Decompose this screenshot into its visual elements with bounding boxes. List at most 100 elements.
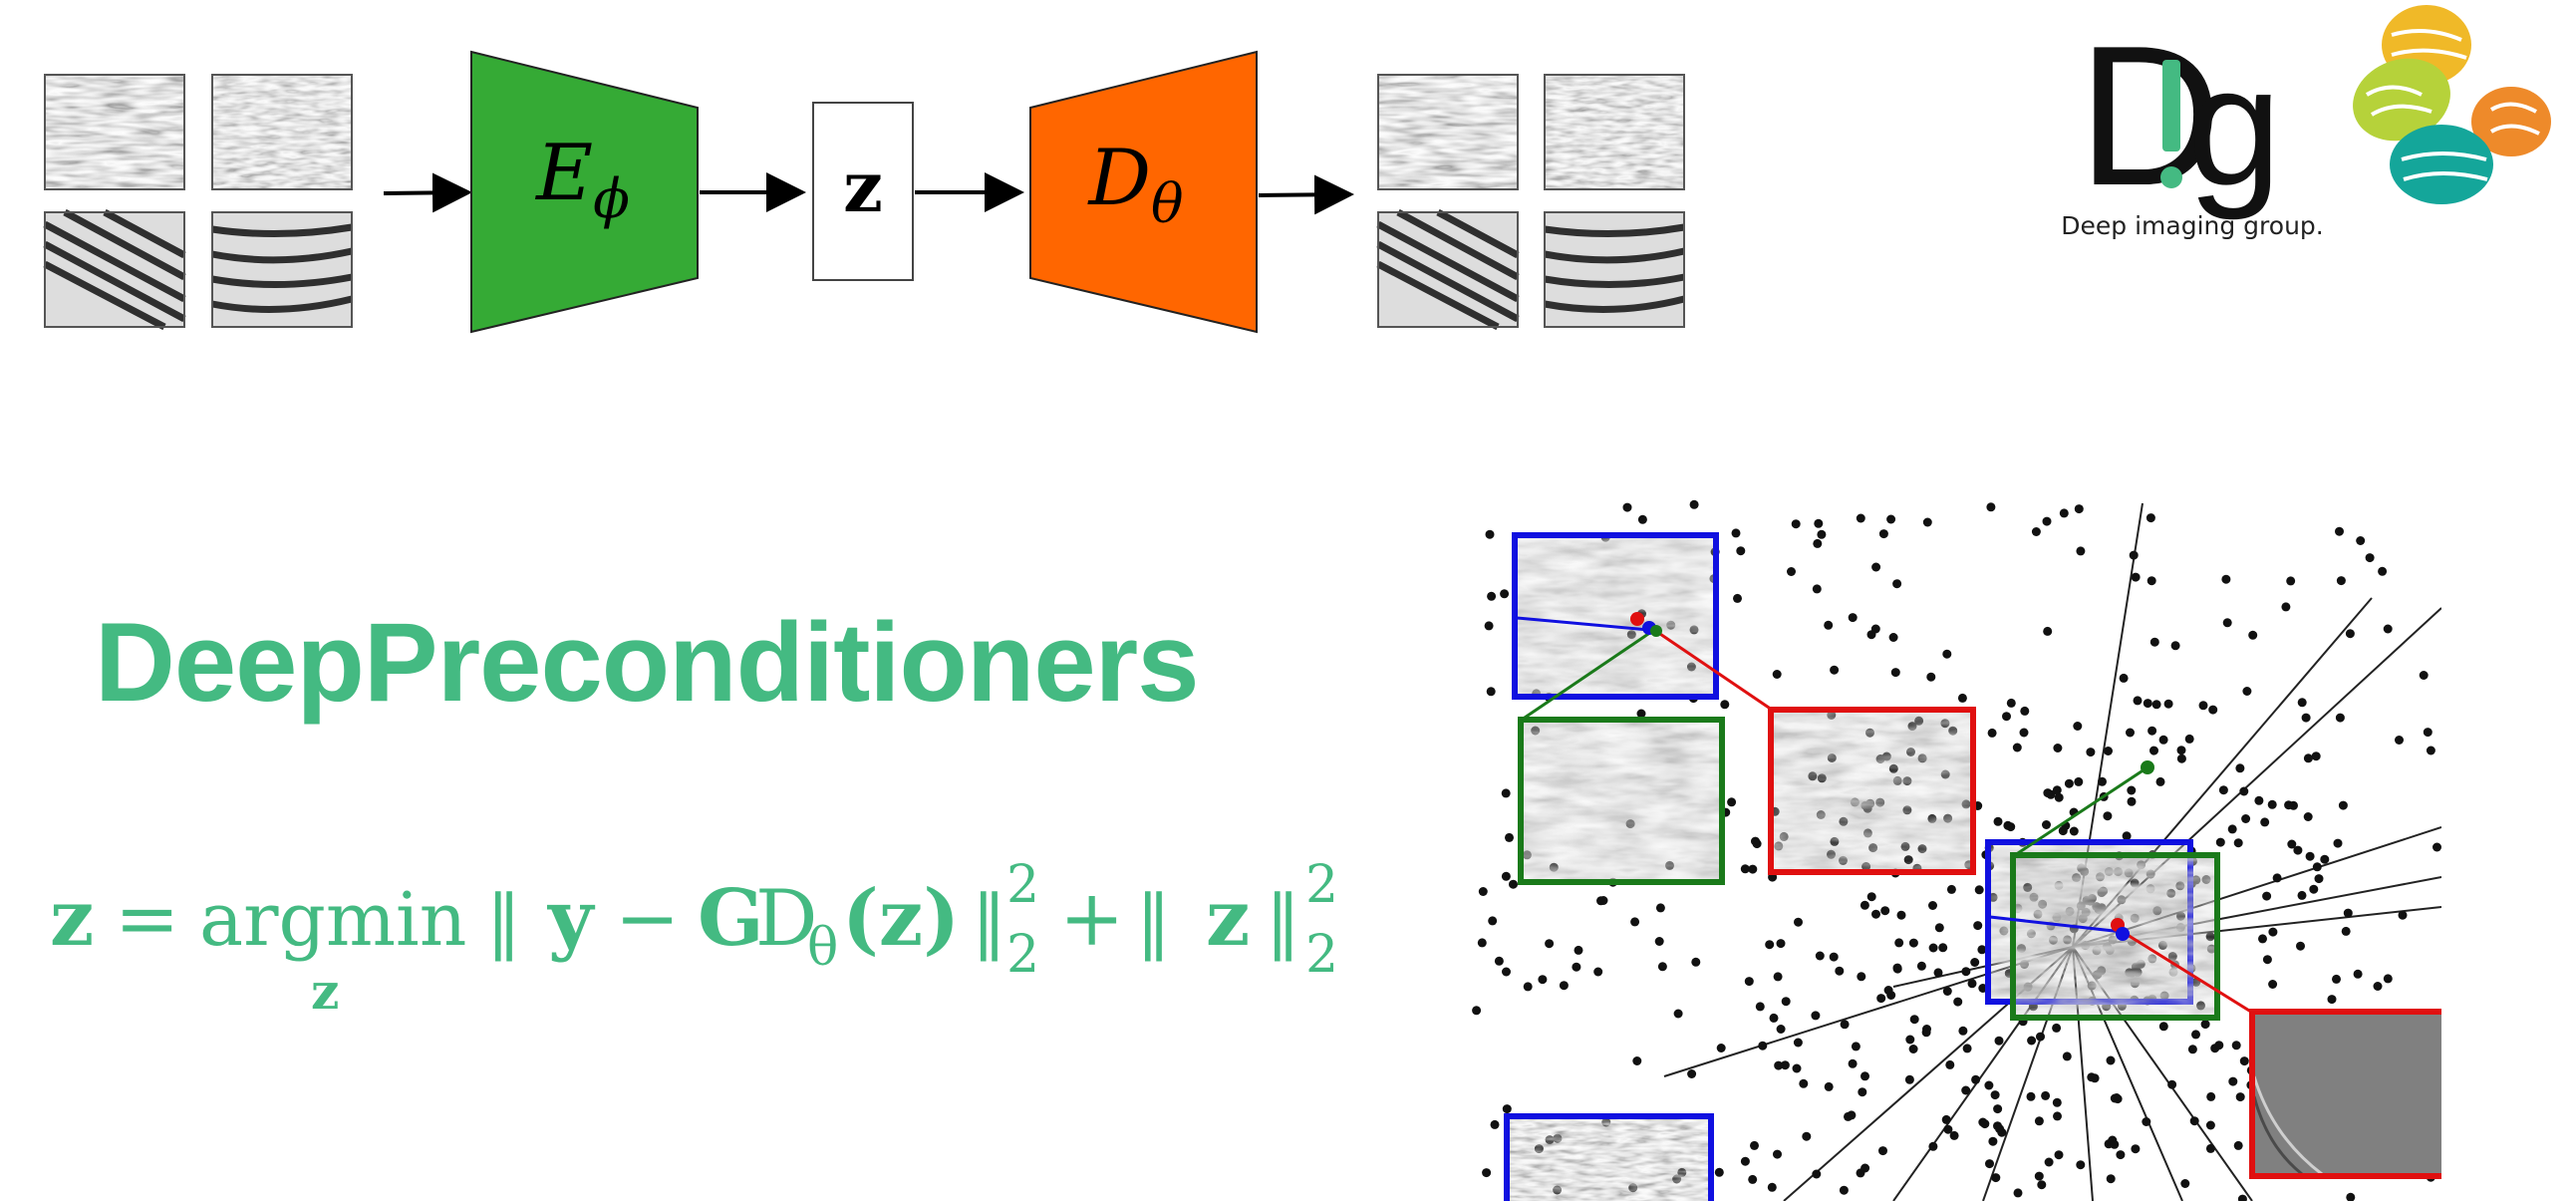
scatter-point <box>2297 698 2307 708</box>
scatter-point <box>1880 906 1890 916</box>
scatter-point <box>2006 698 2016 708</box>
scatter-point <box>2054 1150 2064 1160</box>
scatter-point <box>2003 820 2013 830</box>
scatter-point <box>2149 746 2158 755</box>
scatter-point <box>2053 1111 2062 1121</box>
scatter-point <box>1472 1006 1482 1016</box>
scatter-point <box>2242 687 2252 696</box>
scatter-point <box>2126 728 2135 738</box>
scatter-point <box>2052 785 2062 795</box>
scatter-point <box>1538 975 1548 985</box>
scatter-point <box>1953 997 1963 1007</box>
scatter-point <box>2069 826 2079 836</box>
scatter-point <box>1993 816 2003 826</box>
scatter-point <box>2198 701 2208 711</box>
scatter-point <box>2031 527 2041 536</box>
eq-equals: = <box>115 874 179 964</box>
scatter-point <box>1871 909 1880 919</box>
scatter-point <box>2311 751 2321 761</box>
scatter-point <box>1941 1114 1951 1124</box>
input-thumb-3 <box>43 208 186 331</box>
scatter-point <box>1986 502 1996 512</box>
scatter-point <box>2303 753 2313 763</box>
scatter-point <box>2338 800 2348 810</box>
scatter-point <box>2395 736 2404 745</box>
eq-sub-1: 2 <box>1006 925 1039 985</box>
scatter-point <box>2268 980 2278 989</box>
scatter-point <box>1637 514 1647 524</box>
scatter-point <box>1501 871 1511 881</box>
scatter-point <box>1921 1028 1931 1038</box>
scatter-point <box>2333 838 2343 848</box>
scatter-point <box>1848 1058 1858 1068</box>
scatter-point <box>1824 1081 1834 1091</box>
scatter-point <box>1477 938 1487 948</box>
scatter-point <box>1934 923 1944 933</box>
scatter-point <box>1494 956 1504 966</box>
scatter-point <box>2419 671 2429 680</box>
scatter-point <box>2176 753 2186 763</box>
scatter-point <box>2131 572 2141 582</box>
eq-minus: − <box>615 874 680 964</box>
scatter-point <box>1750 1140 1759 1150</box>
scatter-point <box>1991 1173 2001 1183</box>
scatter-point <box>1736 546 1746 556</box>
scatter-point <box>1799 1078 1809 1088</box>
scatter-point <box>2303 812 2313 821</box>
page-title: DeepPreconditioners <box>95 600 1200 725</box>
encoder-block: Eϕ <box>470 50 699 334</box>
scatter-point <box>1505 832 1514 842</box>
scatter-point <box>2034 1171 2044 1181</box>
scatter-point <box>2013 1188 2023 1198</box>
patch-red-right <box>2249 1009 2441 1179</box>
scatter-point <box>1892 963 1902 973</box>
scatter-point <box>1500 589 1510 599</box>
eq-norm-open-2: ‖ <box>1136 880 1171 962</box>
scatter-point <box>1813 538 1823 548</box>
patch-blue-bottom <box>1504 1113 1714 1201</box>
scatter-point <box>2327 995 2337 1005</box>
scatter-point <box>1773 1149 1782 1159</box>
encoder-label: E <box>534 129 593 218</box>
scatter-point <box>2180 1179 2190 1188</box>
scatter-point <box>2286 576 2296 586</box>
scatter-point <box>1984 1080 1994 1090</box>
scatter-point <box>2205 1120 2215 1130</box>
scatter-point <box>1781 997 1791 1007</box>
scatter-point <box>1851 1042 1860 1051</box>
svg-text:Dθ: Dθ <box>1086 134 1183 235</box>
scatter-point <box>1928 943 1938 953</box>
scatter-point <box>1886 514 1896 524</box>
scatter-point <box>2110 1139 2120 1149</box>
scatter-point <box>1689 499 1699 509</box>
scatter-point <box>2158 735 2168 745</box>
scatter-point <box>1942 649 1952 659</box>
scatter-point <box>2170 641 2180 651</box>
scatter-point <box>1740 864 1750 874</box>
scatter-point <box>2314 874 2324 884</box>
scatter-point <box>2074 504 2084 514</box>
scatter-point <box>2147 726 2157 736</box>
scatter-point <box>2142 1117 2151 1126</box>
scatter-point <box>2062 1051 2072 1061</box>
scatter-point <box>1559 981 1569 991</box>
scatter-point <box>2383 974 2393 984</box>
scatter-point <box>1860 900 1869 910</box>
scatter-point <box>1961 1085 1971 1095</box>
scatter-point <box>2076 546 2086 556</box>
decoder-subscript: θ <box>1151 172 1184 235</box>
scatter-point <box>1793 1038 1803 1048</box>
scatter-point <box>2043 626 2053 636</box>
scatter-point <box>2258 934 2267 944</box>
equation: z = argmin z ‖ y − G D θ (z) ‖ 2 2 + ‖ z… <box>50 855 1338 1021</box>
scatter-point <box>2205 1143 2215 1153</box>
patch-red-mid <box>1768 707 1976 875</box>
scatter-point <box>2309 884 2319 894</box>
scatter-point <box>2034 1116 2044 1126</box>
scatter-point <box>2053 744 2063 752</box>
scatter-point <box>1744 977 1754 987</box>
scatter-point <box>1883 986 1893 995</box>
scatter-point <box>1487 591 1497 601</box>
scatter-point <box>2043 788 2053 798</box>
